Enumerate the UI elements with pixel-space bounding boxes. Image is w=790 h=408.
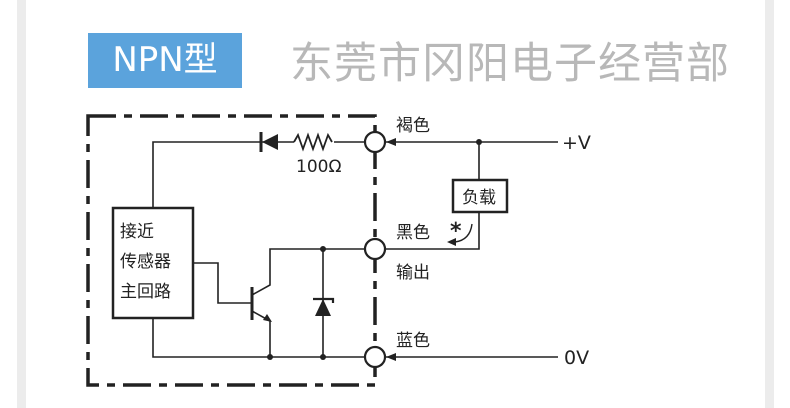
note-asterisk: * [450,219,462,244]
wire-base-drive [193,262,252,304]
resistor-icon [293,132,333,152]
wire-label-brown: 褐色 [396,116,430,136]
title-badge: NPN型 [88,33,242,88]
load-label: 负载 [462,188,496,208]
watermark: 东莞市冈阳电子经营部 [290,39,730,89]
sensor-main-circuit-box [111,206,195,320]
wire-label-output: 输出 [396,263,430,283]
terminal-brown [363,130,387,154]
zener-diode-icon [313,249,335,357]
wire-load-output [385,212,480,250]
left-gutter [17,0,26,408]
npn-transistor-icon [250,248,365,357]
wire-label-black: 黑色 [396,223,430,243]
sensor-block-line-1: 接近 [120,222,154,242]
sensor-block-line-2: 传感器 [120,252,171,272]
arrow-icon [447,238,456,246]
arrow-icon [386,138,396,146]
supply-zero-label: 0V [564,347,589,369]
diode-icon [259,132,278,152]
supply-positive-label: +V [562,132,591,154]
sensor-block-line-3: 主回路 [120,282,171,302]
wire-internal-ground [152,318,365,358]
arrow-icon [386,353,396,361]
current-arrow-icon [454,223,473,243]
load-box [451,178,509,214]
terminal-black [363,237,387,261]
resistor-value: 100Ω [296,157,341,177]
right-gutter [765,0,774,408]
terminal-blue [363,345,387,369]
wire-label-blue: 蓝色 [396,331,430,351]
